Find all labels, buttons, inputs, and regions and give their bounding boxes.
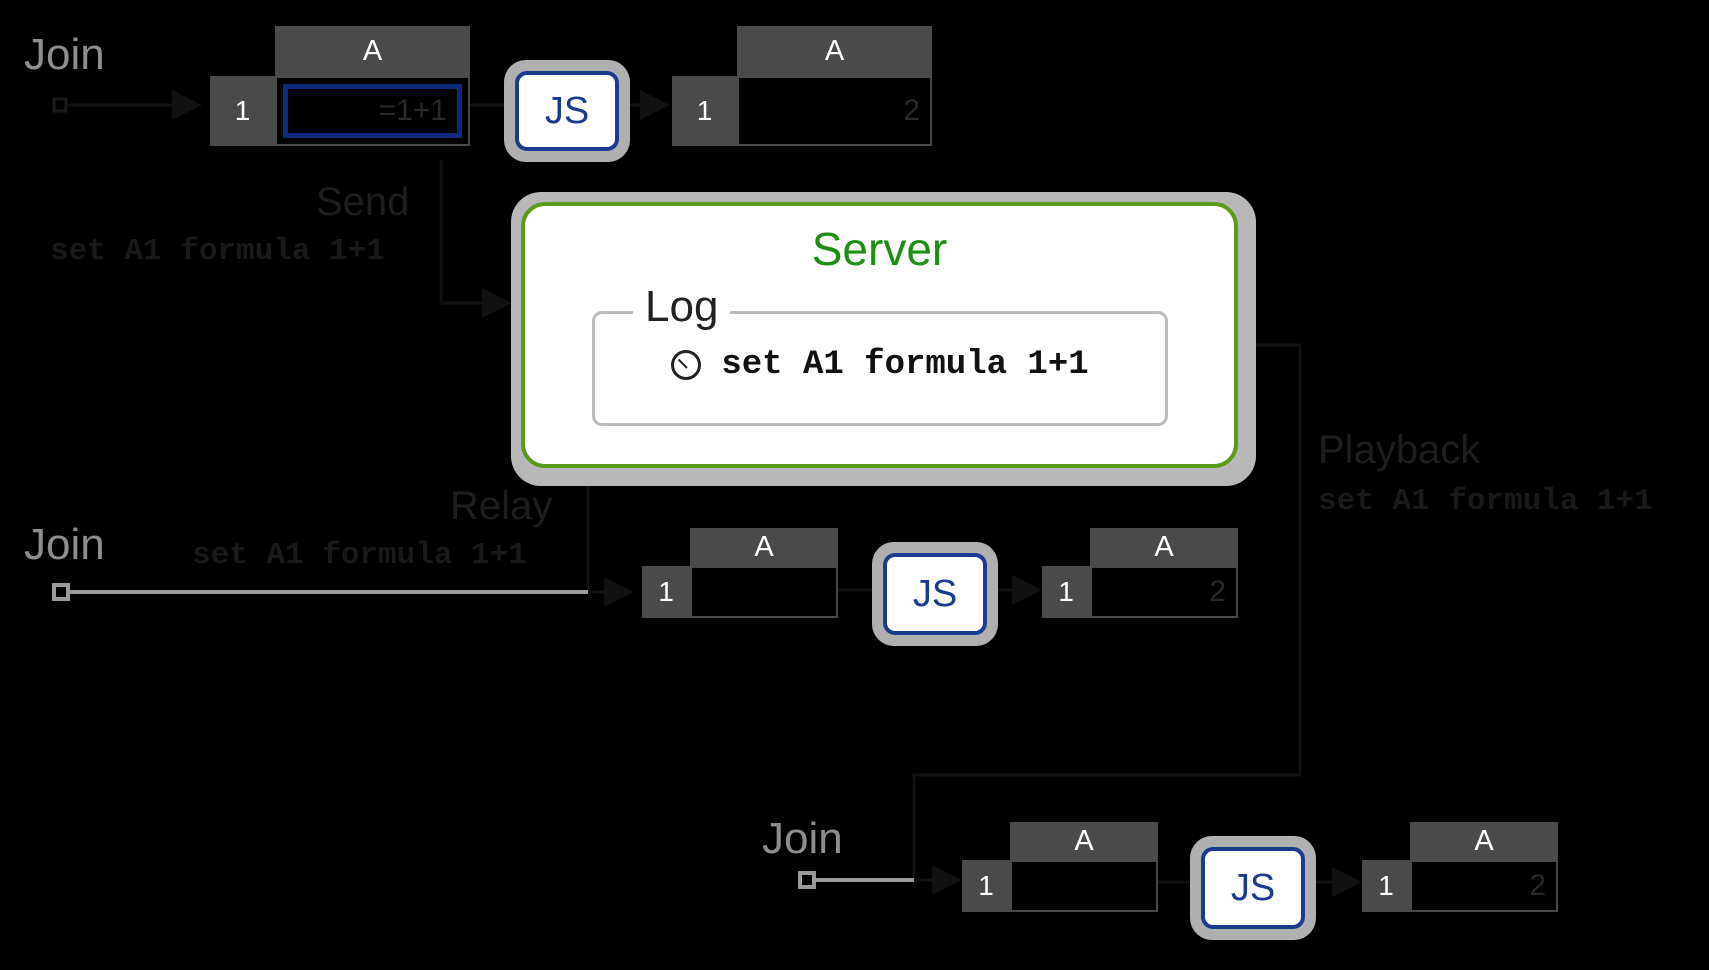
cell-a1-value[interactable]: 2: [1410, 860, 1558, 912]
js-engine-label: JS: [883, 553, 987, 635]
cell-a1-value[interactable]: 2: [1090, 566, 1238, 618]
js-engine-2: JS: [872, 542, 998, 646]
spreadsheet-output-2: A 1 2: [1042, 528, 1238, 618]
js-engine-3: JS: [1190, 836, 1316, 940]
playback-command: set A1 formula 1+1: [1318, 484, 1653, 519]
join-label-2: Join: [24, 520, 105, 569]
cell-a1-editing[interactable]: =1+1: [275, 76, 470, 146]
js-engine-label: JS: [1201, 847, 1305, 929]
server-block: Server Log set A1 formula 1+1: [511, 192, 1256, 486]
log-panel: Log set A1 formula 1+1: [592, 282, 1168, 426]
js-engine-label: JS: [515, 71, 619, 151]
cell-a1[interactable]: [690, 566, 838, 618]
server-title: Server: [811, 223, 948, 275]
spreadsheet-output-3: A 1 2: [1362, 822, 1558, 912]
send-command: set A1 formula 1+1: [50, 234, 385, 269]
spreadsheet-input-3: A 1: [962, 822, 1158, 912]
cell-a1-value[interactable]: 2: [737, 76, 932, 146]
js-engine-1: JS: [504, 60, 630, 162]
row-header-1: 1: [962, 860, 1010, 912]
join-label-3: Join: [762, 814, 843, 863]
send-label: Send: [316, 180, 410, 224]
playback-label: Playback: [1318, 428, 1481, 472]
spreadsheet-input-2: A 1: [642, 528, 838, 618]
column-header-a: A: [1010, 822, 1158, 860]
clock-icon: [671, 350, 702, 380]
log-title: Log: [633, 282, 731, 332]
row-header-1: 1: [210, 76, 275, 146]
cell-a1[interactable]: [1010, 860, 1158, 912]
join-label-1: Join: [24, 30, 105, 79]
log-entry-text: set A1 formula 1+1: [721, 346, 1089, 384]
column-header-a: A: [1410, 822, 1558, 860]
row-header-1: 1: [1042, 566, 1090, 618]
relay-command: set A1 formula 1+1: [192, 538, 527, 573]
row-header-1: 1: [672, 76, 737, 146]
row-header-1: 1: [1362, 860, 1410, 912]
cell-editor[interactable]: =1+1: [283, 84, 462, 138]
spreadsheet-output-1: A 1 2: [672, 26, 932, 146]
column-header-a: A: [690, 528, 838, 566]
relay-label: Relay: [450, 484, 553, 528]
row-header-1: 1: [642, 566, 690, 618]
spreadsheet-input-1: A 1 =1+1: [210, 26, 470, 146]
column-header-a: A: [737, 26, 932, 76]
column-header-a: A: [275, 26, 470, 76]
column-header-a: A: [1090, 528, 1238, 566]
log-entry: set A1 formula 1+1: [595, 346, 1165, 384]
